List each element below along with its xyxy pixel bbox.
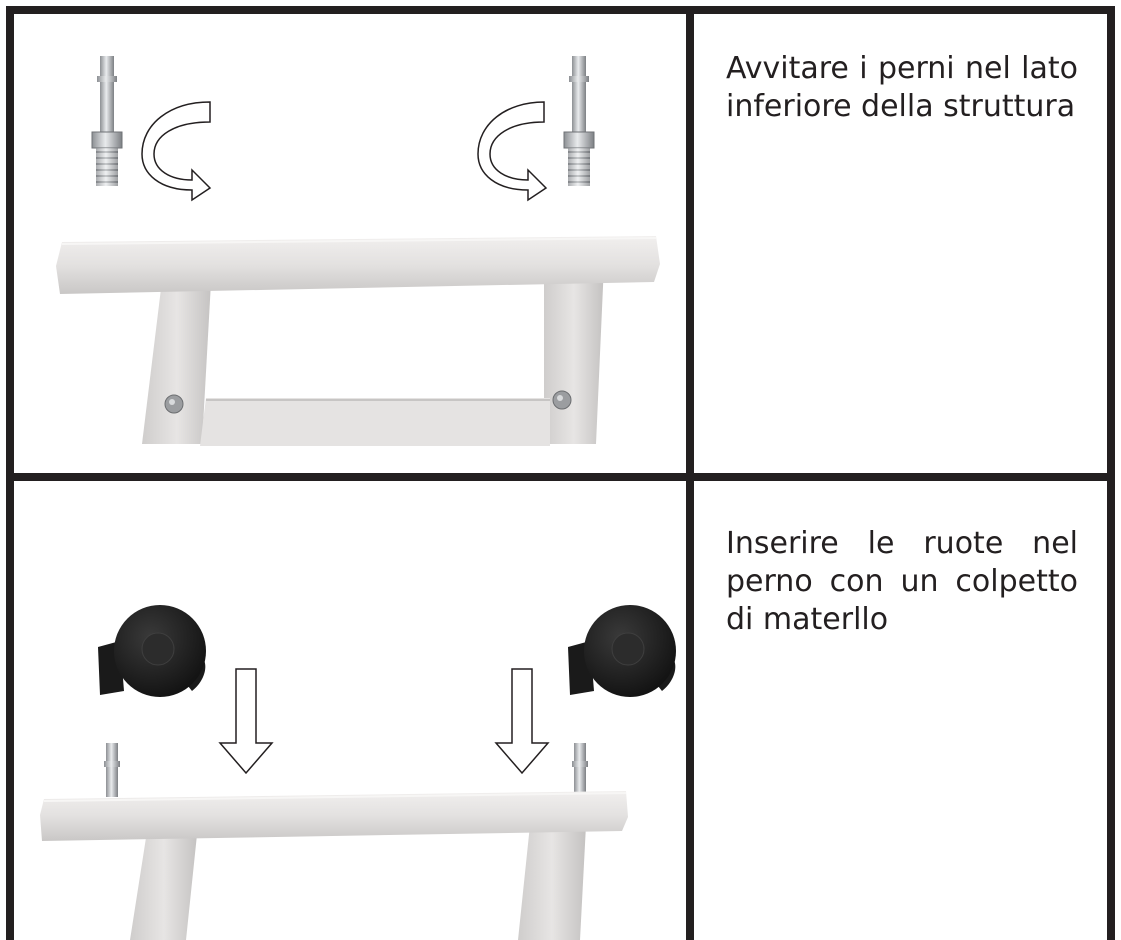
frame-structure xyxy=(40,791,628,940)
wheel-caster-icon xyxy=(98,605,206,697)
table-border-top xyxy=(6,6,1115,14)
curved-arrow-icon xyxy=(141,101,212,202)
bolt-pin-icon xyxy=(104,743,120,797)
bolt-pin-icon xyxy=(572,743,588,797)
down-arrow-icon xyxy=(494,668,550,775)
step-2-illustration xyxy=(14,481,686,940)
step-2-instruction: Inserire le ruote nel perno con un colpe… xyxy=(726,526,1078,637)
table-row-divider xyxy=(6,473,1115,481)
bolt-pin-icon xyxy=(91,56,123,186)
wheel-caster-icon xyxy=(568,605,676,697)
step-1-instruction: Avvitare i perni nel lato inferiore dell… xyxy=(726,51,1078,124)
frame-structure xyxy=(56,236,660,446)
bolt-pin-icon xyxy=(563,56,595,186)
step-1-illustration xyxy=(14,14,686,473)
down-arrow-icon xyxy=(218,668,274,775)
curved-arrow-icon xyxy=(477,101,548,202)
